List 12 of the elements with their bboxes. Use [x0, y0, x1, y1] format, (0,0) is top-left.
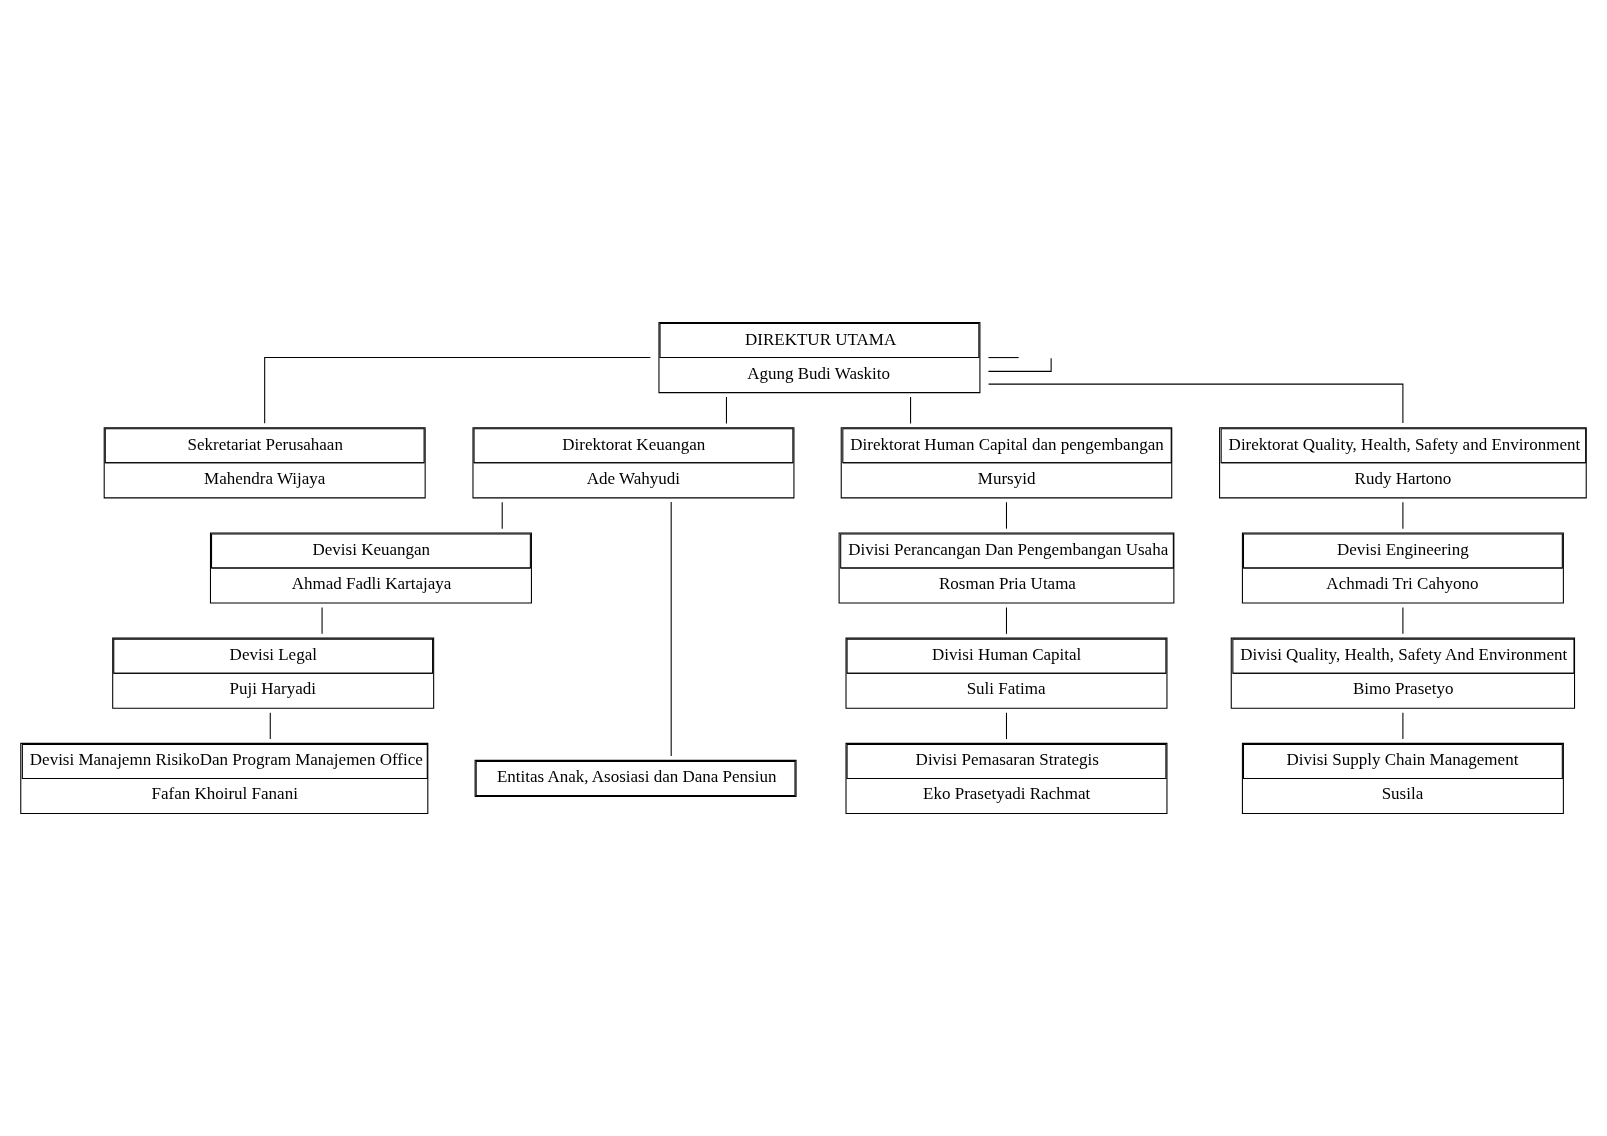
connector	[269, 712, 271, 740]
connector	[987, 357, 1020, 359]
connector	[910, 396, 912, 424]
connector	[1005, 712, 1007, 740]
connector	[1005, 501, 1007, 530]
connector	[725, 396, 727, 424]
connector	[670, 501, 672, 757]
connector	[987, 357, 1052, 372]
connector	[264, 357, 651, 424]
connector	[1005, 606, 1007, 635]
connector	[501, 501, 503, 530]
connector	[988, 383, 1404, 424]
